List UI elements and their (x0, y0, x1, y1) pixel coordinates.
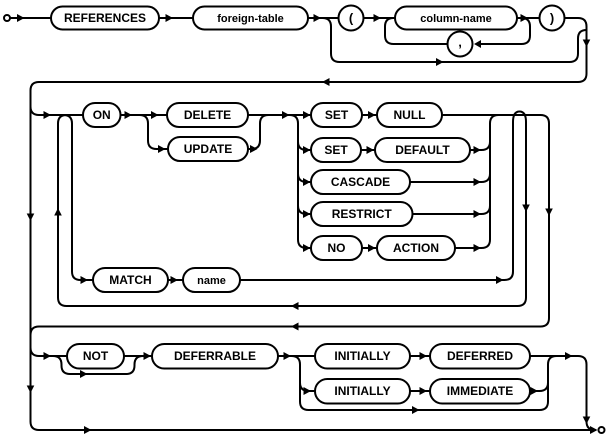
node-shape (394, 5, 518, 31)
node-label: NO (328, 241, 346, 255)
node-default: DEFAULT (374, 137, 471, 163)
node-open-paren: ( (337, 4, 365, 32)
node-label: foreign-table (217, 13, 284, 25)
node-shape (192, 5, 309, 31)
comma-loop-line (384, 17, 531, 45)
node-label: column-name (420, 13, 492, 25)
node-cascade: CASCADE (310, 169, 411, 195)
node-label: DEFERRED (447, 349, 513, 363)
node-shape (538, 4, 566, 32)
node-shape (446, 30, 474, 58)
section2-entry-line (29, 106, 83, 116)
node-restrict: RESTRICT (310, 201, 414, 227)
node-label: ACTION (393, 241, 439, 255)
node-label: INITIALLY (334, 384, 390, 398)
node-shape (50, 5, 160, 31)
node-shape (337, 4, 365, 32)
node-shape (376, 102, 443, 128)
node-initially-1: INITIALLY (314, 343, 411, 370)
node-shape (66, 343, 125, 370)
node-shape (82, 102, 122, 128)
node-label: INITIALLY (334, 349, 390, 363)
node-label: RESTRICT (332, 207, 393, 221)
node-label: UPDATE (184, 142, 232, 156)
node-shape (182, 267, 241, 293)
node-shape (314, 378, 411, 405)
node-null: NULL (376, 102, 443, 128)
node-shape (376, 235, 456, 261)
node-set-1: SET (310, 102, 363, 128)
node-not: NOT (66, 343, 125, 370)
node-label: MATCH (109, 273, 151, 287)
node-shape (310, 201, 414, 227)
node-label: DELETE (184, 108, 231, 122)
node-shape (310, 102, 363, 128)
on-branch-lines (120, 114, 168, 150)
action-merge-lines (410, 114, 499, 249)
node-shape (310, 235, 363, 261)
paren-bypass-line (322, 17, 587, 63)
end-terminal-icon (597, 426, 606, 434)
node-action: ACTION (376, 235, 456, 261)
node-shape (92, 267, 169, 293)
loop-return-vertical (57, 114, 67, 307)
node-label: SET (325, 108, 349, 122)
node-delete: DELETE (166, 102, 249, 128)
node-label: ON (93, 108, 111, 122)
node-label: , (458, 35, 462, 50)
node-name: name (182, 267, 241, 293)
node-shape (167, 136, 249, 162)
node-label: ( (349, 11, 354, 26)
node-label: DEFERRABLE (174, 349, 256, 363)
node-shape (166, 102, 249, 128)
node-shape (314, 343, 411, 370)
node-close-paren: ) (538, 4, 566, 32)
node-label: NOT (83, 349, 109, 363)
node-shape (374, 137, 471, 163)
match-branch-vertical (63, 114, 93, 281)
node-column-name: column-name (394, 5, 518, 31)
node-set-2: SET (310, 137, 362, 163)
action-branch-lines (289, 114, 311, 249)
node-comma: , (446, 30, 474, 58)
node-label: CASCADE (331, 175, 390, 189)
node-shape (310, 137, 362, 163)
start-terminal-icon (3, 14, 11, 22)
initially-branch-lines (291, 355, 557, 411)
node-label: SET (324, 143, 348, 157)
node-initially-2: INITIALLY (314, 378, 411, 405)
node-match: MATCH (92, 267, 169, 293)
node-deferred: DEFERRED (429, 343, 531, 370)
node-update: UPDATE (167, 136, 249, 162)
node-shape (429, 378, 531, 405)
node-label: name (197, 275, 226, 287)
node-on: ON (82, 102, 122, 128)
arrowheads (17, 14, 598, 434)
node-shape (151, 343, 279, 370)
node-label: IMMEDIATE (447, 384, 513, 398)
node-shape (310, 169, 411, 195)
node-label: ) (550, 11, 554, 26)
node-shape (429, 343, 531, 370)
node-label: REFERENCES (64, 11, 146, 25)
node-references: REFERENCES (50, 5, 160, 31)
node-deferrable: DEFERRABLE (151, 343, 279, 370)
node-immediate: IMMEDIATE (429, 378, 531, 405)
node-no: NO (310, 235, 363, 261)
node-foreign-table: foreign-table (192, 5, 309, 31)
update-merge-lines (248, 114, 311, 150)
node-label: NULL (394, 108, 426, 122)
node-label: DEFAULT (395, 143, 450, 157)
exit-line (29, 114, 550, 336)
